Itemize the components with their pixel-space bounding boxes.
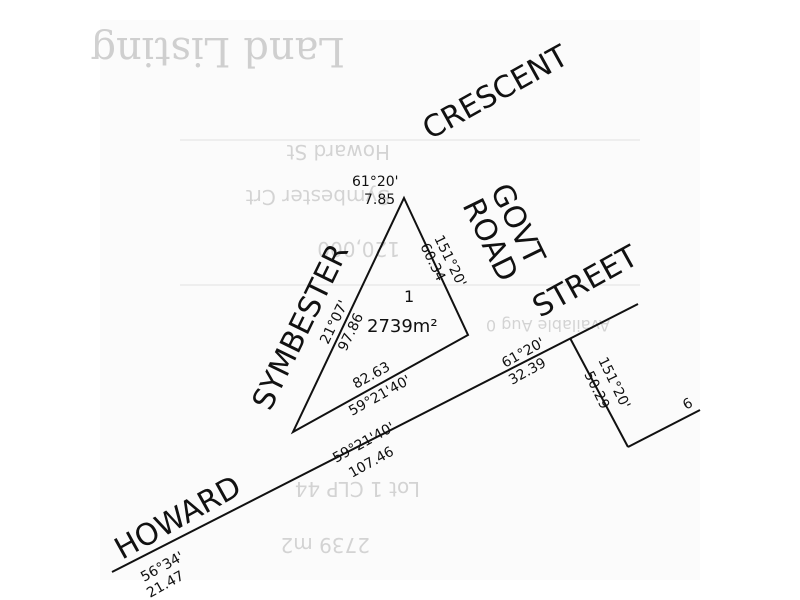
ghost-header: Land Listing xyxy=(90,28,345,74)
ghost-line-3: 120,000 xyxy=(317,237,400,261)
ghost-line-6: 2739 m2 xyxy=(281,533,370,557)
dim-top-length: 7.85 xyxy=(364,192,395,208)
adjacent-lot-rear-boundary xyxy=(627,409,701,448)
lot-area: 2739m² xyxy=(367,316,438,337)
paper-sheet xyxy=(100,20,700,580)
ghost-line-1: Howard St xyxy=(286,140,390,164)
dim-top-bearing: 61°20' xyxy=(352,174,398,190)
lot-number: 1 xyxy=(404,287,414,306)
lot-1-boundary xyxy=(290,195,470,435)
howard-street-boundary xyxy=(111,303,639,573)
ghost-line-4: Available Aug 0 xyxy=(486,316,610,335)
adjacent-lot-side-boundary xyxy=(569,337,629,448)
ghost-line-5: Lot 1 CLP 44 xyxy=(295,477,420,501)
ghost-line-2: Symbester Crt xyxy=(246,185,390,209)
